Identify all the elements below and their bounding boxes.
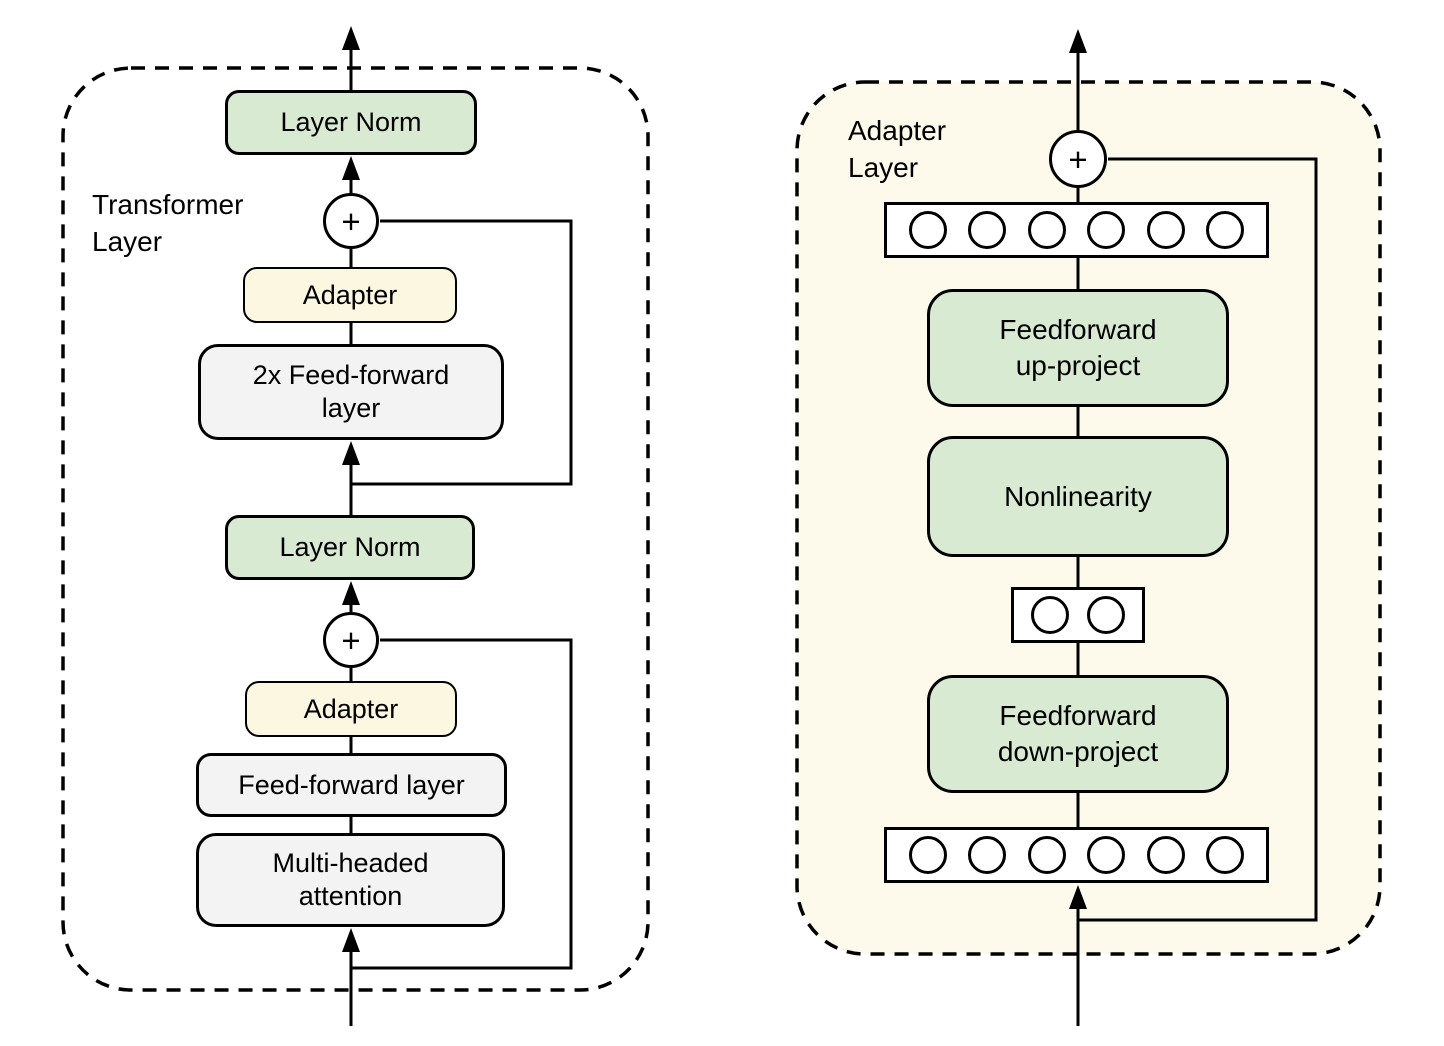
feature-node-circle xyxy=(1087,836,1126,874)
feature-node-circle xyxy=(1027,211,1066,249)
add-circle-top-left: + xyxy=(323,193,379,249)
arrowhead-into-layernorm-top xyxy=(342,156,360,180)
adapter-layer-label: Adapter Layer xyxy=(848,115,947,183)
feed-forward-layer-box: Feed-forward layer xyxy=(196,753,507,817)
arrowhead-into-layernorm-bottom xyxy=(342,581,360,605)
feature-node-circle xyxy=(1027,836,1066,874)
layer-norm-box-top: Layer Norm xyxy=(225,90,477,155)
multi-headed-attention-box: Multi-headed attention xyxy=(196,833,505,927)
feature-node-circle xyxy=(1086,596,1125,634)
feature-node-circle xyxy=(968,211,1007,249)
feature-node-circle xyxy=(1146,836,1185,874)
output-arrowhead-left xyxy=(342,26,360,50)
feature-vector-row-bottom xyxy=(884,827,1269,883)
skip-connection-adapter xyxy=(1078,157,1318,922)
skip-connection-upper-left xyxy=(351,219,573,486)
feature-node-circle xyxy=(908,836,947,874)
feature-node-circle xyxy=(908,211,947,249)
feature-node-circle xyxy=(1206,836,1245,874)
transformer-layer-dashed-border xyxy=(61,66,650,992)
nonlinearity-box: Nonlinearity xyxy=(927,436,1229,557)
add-circle-adapter: + xyxy=(1049,130,1107,188)
bottleneck-row xyxy=(1011,587,1145,643)
input-arrowhead-left xyxy=(342,928,360,952)
skip-connection-lower-left xyxy=(351,638,573,970)
feature-node-circle xyxy=(1146,211,1185,249)
feature-node-circle xyxy=(968,836,1007,874)
adapter-box-bottom: Adapter xyxy=(245,681,457,737)
adapter-box-top: Adapter xyxy=(243,267,457,323)
feature-node-circle xyxy=(1206,211,1245,249)
layer-norm-box-bottom: Layer Norm xyxy=(225,515,475,580)
feature-node-circle xyxy=(1087,211,1126,249)
transformer-layer-label: Transformer Layer xyxy=(92,189,244,257)
output-arrowhead-right xyxy=(1069,29,1087,53)
feature-vector-row-top xyxy=(884,202,1269,258)
input-arrowhead-right xyxy=(1069,885,1087,909)
add-circle-bottom-left: + xyxy=(323,612,379,668)
feature-node-circle xyxy=(1031,596,1070,634)
feed-forward-2x-box: 2x Feed-forward layer xyxy=(198,344,504,440)
feedforward-down-project-box: Feedforward down-project xyxy=(927,675,1229,793)
arrowhead-into-ff2x xyxy=(342,441,360,465)
feedforward-up-project-box: Feedforward up-project xyxy=(927,289,1229,407)
